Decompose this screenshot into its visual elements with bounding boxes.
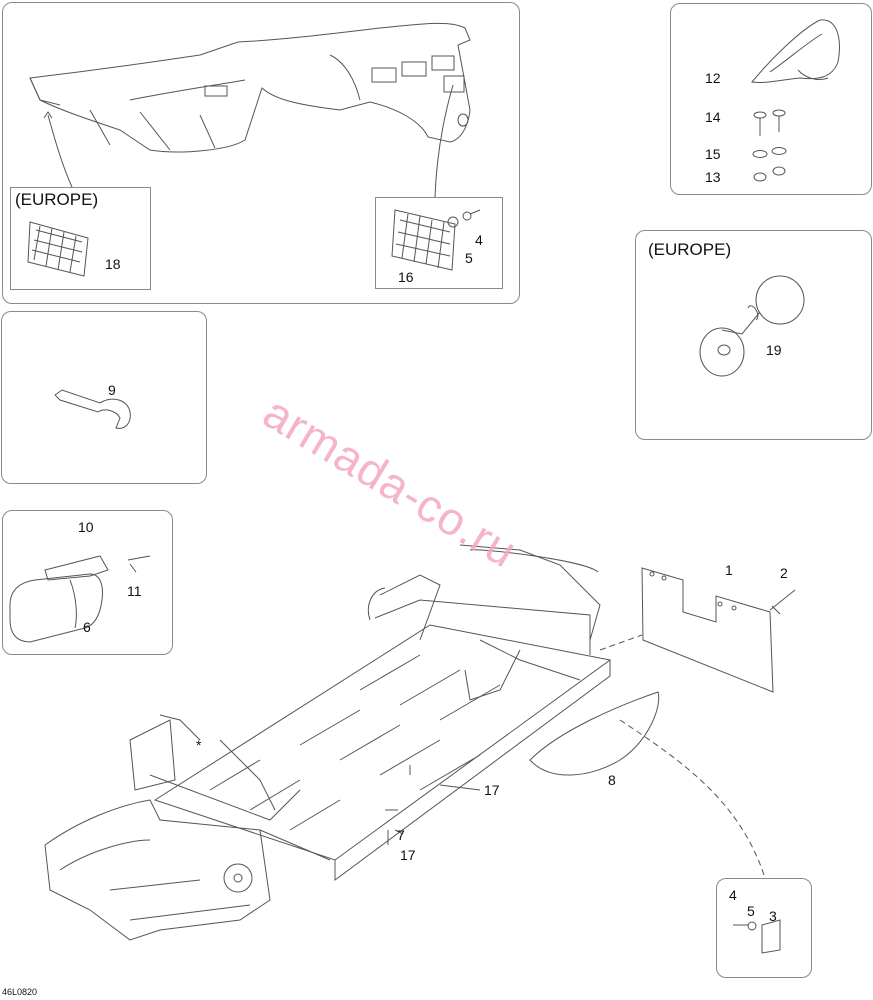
europe-reflector-box [10, 187, 151, 290]
part-label-14: 14 [705, 109, 721, 125]
part-label-3: 3 [769, 908, 777, 924]
part-label-4-bottom: 4 [729, 887, 737, 903]
part-label-1: 1 [725, 562, 733, 578]
part-label-7: 7 [397, 827, 405, 843]
part-label-9: 9 [108, 382, 116, 398]
asterisk-mark: * [196, 737, 202, 753]
part-label-17-upper: 17 [484, 782, 500, 798]
mudflap-drawing [641, 567, 796, 693]
part-label-18: 18 [105, 256, 121, 272]
horn-drawing [699, 275, 805, 377]
part-label-16: 16 [398, 269, 414, 285]
part-label-6: 6 [83, 619, 91, 635]
part-label-15: 15 [705, 146, 721, 162]
part-label-5-bottom: 5 [747, 903, 755, 919]
part-label-10: 10 [78, 519, 94, 535]
wrench-drawing [54, 389, 131, 429]
panel-wrench [1, 311, 207, 484]
panel-horn [635, 230, 872, 440]
part-label-2: 2 [780, 565, 788, 581]
mudflap-leader [599, 634, 643, 651]
part-label-12: 12 [705, 70, 721, 86]
europe-horn-header: (EUROPE) [648, 240, 732, 259]
panel-rear-reflector [716, 878, 812, 978]
part-label-17-lower: 17 [400, 847, 416, 863]
part-label-19: 19 [766, 342, 782, 358]
part-label-4-top: 4 [475, 232, 483, 248]
mirror-drawing [751, 19, 840, 83]
reflector-box [375, 197, 503, 289]
reflector-18-drawing [27, 221, 89, 277]
rear-bumper-drawing [29, 22, 471, 198]
part-label-8: 8 [608, 772, 616, 788]
part-label-11: 11 [127, 583, 142, 599]
fasteners-drawing [752, 109, 787, 182]
part-label-13: 13 [705, 169, 721, 185]
reflector-16-drawing [391, 209, 481, 271]
diagram-code: 46L0820 [2, 987, 38, 997]
part-label-5-top: 5 [465, 250, 473, 266]
guard-drawing [529, 691, 660, 776]
europe-reflector-header: (EUROPE) [15, 190, 99, 209]
cover-drawing [9, 555, 151, 643]
chassis-drawing [44, 544, 612, 941]
panel-cover [2, 510, 173, 655]
